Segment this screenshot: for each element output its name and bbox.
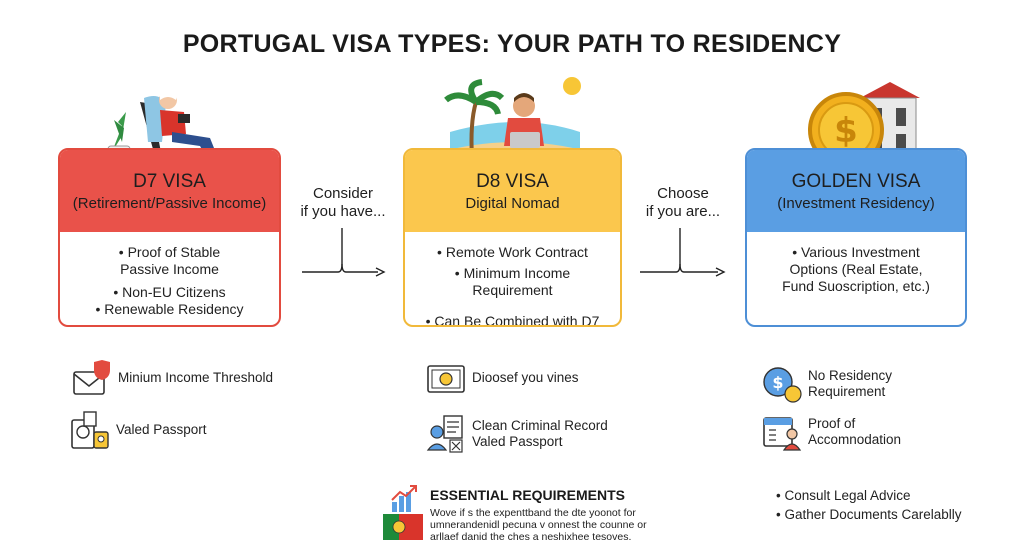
golden-visa-card: GOLDEN VISA (Investment Residency) Vario… [745,148,967,327]
advice-item: Consult Legal Advice [776,486,962,505]
d7-bullet: Proof of Stable Passive Income [70,244,269,278]
essential-line: arllaef danid the ches a neshixhee tesov… [430,531,632,543]
d8-bullet-list: Remote Work Contract Minimum Income Requ… [405,232,620,325]
d8-card-subtitle: Digital Nomad [465,194,560,212]
d8-bullet: Remote Work Contract [415,244,610,261]
advice-item: Gather Documents Carelablly [776,505,961,524]
d8-visa-card: D8 VISA Digital Nomad Remote Work Contra… [403,148,622,327]
essential-requirements: ESSENTIAL REQUIREMENTS Wove if s the exp… [430,487,670,543]
req-d8-first-text: Dioosef you vines [472,370,579,385]
d7-visa-card: D7 VISA (Retirement/Passive Income) Proo… [58,148,281,327]
connector-choose: Choose if you are... [628,185,738,221]
d7-bullet: Renewable Residency [70,301,269,318]
golden-card-subtitle: (Investment Residency) [777,194,935,212]
essential-line: umnerandenidl pecuna v onnest the counne… [430,519,647,531]
req-golden-accommodation-line1: Proof of [808,416,856,431]
connector-choose-line1: Choose [657,185,709,202]
req-d8-criminal-line: Clean Criminal Record [472,418,608,433]
connector-choose-line2: if you are... [645,203,721,220]
coin-document-icon [427,365,465,393]
d7-card-subtitle: (Retirement/Passive Income) [72,194,267,212]
d7-card-header: D7 VISA (Retirement/Passive Income) [60,150,279,232]
page-title: PORTUGAL VISA TYPES: YOUR PATH TO RESIDE… [182,30,842,58]
d8-bullet: Minimum Income Requirement [415,265,610,299]
envelope-shield-icon [73,360,110,395]
growth-chart-icon [391,485,417,512]
req-d7-passport: Valed Passport [70,410,207,450]
portugal-flag-icon [383,514,423,540]
req-d8-criminal-text: Clean Criminal Record Valed Passport [472,418,608,450]
connector-arrow-left [302,228,386,277]
req-d8-criminal: Clean Criminal Record Valed Passport [426,414,608,454]
svg-text:$: $ [772,373,783,392]
golden-bullet: Various Investment Options (Real Estate,… [757,244,955,295]
person-checklist-icon [426,415,463,453]
calendar-person-icon [763,417,802,451]
connector-arrow-right [640,228,726,277]
d7-bullet-list: Proof of Stable Passive Income Non-EU Ci… [60,232,279,318]
req-d7-passport-text: Valed Passport [116,422,207,437]
req-d8-first: Dioosef you vines [426,358,579,398]
connector-consider-line2: if you have... [300,203,386,220]
req-golden-residency-line2: Requirement [808,384,886,399]
req-d7-income: Minium Income Threshold [72,358,273,398]
dollar-coin-icon: $ [763,367,802,403]
essential-heading: ESSENTIAL REQUIREMENTS [430,487,625,503]
passport-id-icon [71,411,109,449]
golden-card-title: GOLDEN VISA [791,170,921,192]
bottom-advice-list: Consult Legal Advice Gather Documents Ca… [776,486,962,524]
req-d8-passport-line: Valed Passport [472,434,563,449]
essential-line: Wove if s the expenttband the dte yoonot… [430,507,636,519]
d8-card-header: D8 VISA Digital Nomad [405,150,620,232]
req-golden-residency-text: No Residency Requirement [808,368,892,400]
d7-bullet: Non-EU Citizens [70,284,269,301]
d8-card-title: D8 VISA [476,170,549,192]
req-golden-residency-line1: No Residency [808,368,893,383]
golden-bullet-list: Various Investment Options (Real Estate,… [747,232,965,295]
connector-consider-line1: Consider [312,185,374,202]
req-golden-residency: $ No Residency Requirement [762,364,892,404]
d8-bullet: Can Be Combined with D7 [415,313,610,325]
connector-consider: Consider if you have... [288,185,398,221]
req-golden-accommodation-text: Proof of Accomnodation [808,416,901,448]
golden-card-header: GOLDEN VISA (Investment Residency) [747,150,965,232]
d7-card-title: D7 VISA [133,170,206,192]
req-d7-income-text: Minium Income Threshold [118,370,274,385]
req-golden-accommodation: Proof of Accomnodation [762,412,901,452]
svg-text:$: $ [834,111,858,151]
req-golden-accommodation-line2: Accomnodation [808,432,902,447]
